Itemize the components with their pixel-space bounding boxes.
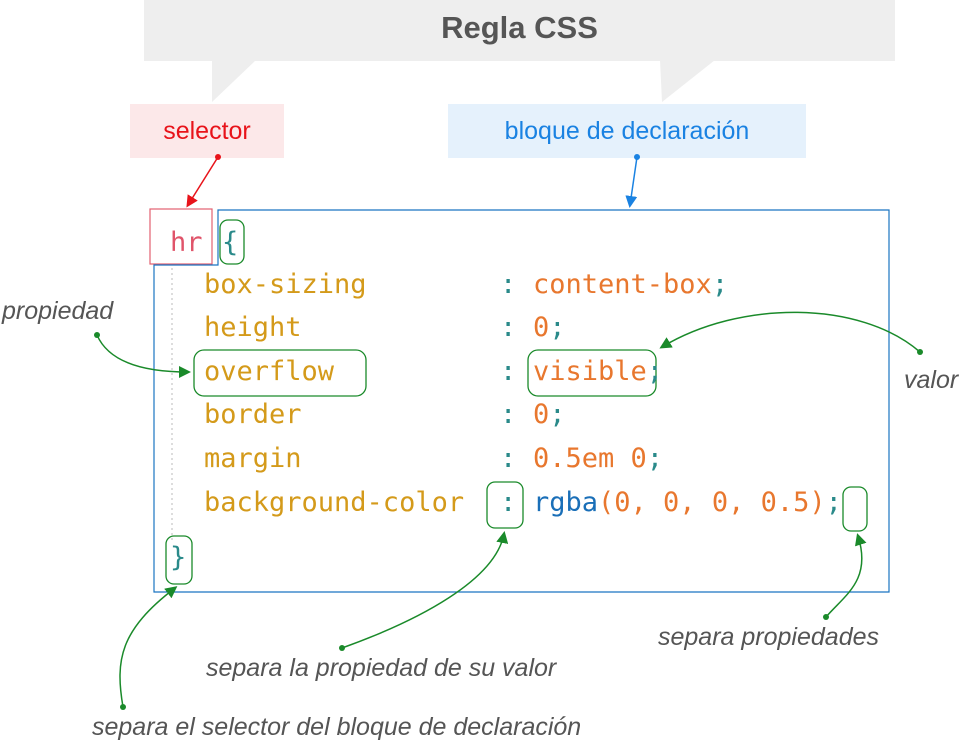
property-height: height [204,312,302,343]
colon-highlight [486,481,524,529]
declaration-value: visible; [533,356,664,387]
property-background-color: background-color [204,487,465,518]
selector-box [149,208,213,265]
colon-arrow [341,531,509,649]
declaration-value: content-box; [533,269,729,300]
colon: : [500,487,517,518]
annotation-separa-valor: separa la propiedad de su valor [206,654,557,682]
property-highlight [193,349,367,397]
property-box-sizing: box-sizing [204,269,367,300]
colon: : [500,443,517,474]
colon: : [500,399,517,430]
selector-label: selector [130,104,284,158]
property-margin: margin [204,443,302,474]
declaration-block-label: bloque de declaración [448,104,806,158]
close-brace-highlight [165,535,193,585]
declaration-value: 0; [533,399,566,430]
annotation-valor: valor [904,366,959,394]
title-bubble [144,0,895,61]
annotation-propiedad: propiedad [2,297,114,325]
declaration-block-box [153,209,890,593]
diagram-title: Regla CSS [441,10,598,45]
close-brace: } [170,542,187,573]
property-arrow [96,334,191,378]
semicolon-arrow [825,533,867,618]
property-overflow: overflow [204,356,335,387]
open-brace: { [222,227,239,258]
declaration-value: rgba(0, 0, 0, 0.5); [533,487,842,518]
semicolon-highlight [842,486,868,532]
colon: : [500,312,517,343]
annotation-separa-selector: separa el selector del bloque de declara… [92,713,582,741]
selector-arrow [186,156,219,208]
open-brace-highlight [219,219,245,265]
close-brace-arrow [119,586,178,708]
colon: : [500,356,517,387]
value-arrow [659,311,921,353]
value-highlight [527,349,657,397]
css-selector: hr [170,227,203,258]
colon: : [500,269,517,300]
declaration-value: 0; [533,312,566,343]
property-border: border [204,399,302,430]
annotation-separa-propiedades: separa propiedades [658,623,879,651]
declaration-value: 0.5em 0; [533,443,664,474]
declaration-block-arrow [625,156,638,208]
